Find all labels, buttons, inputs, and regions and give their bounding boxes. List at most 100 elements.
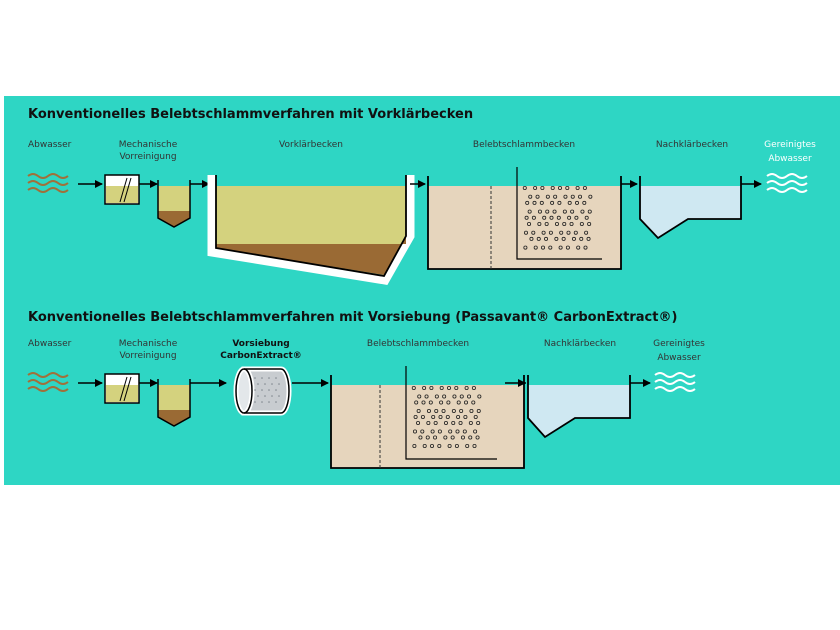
aeration-bubble (420, 429, 425, 434)
aeration-bubble (586, 236, 591, 241)
row1-clean-water-icon (766, 173, 808, 193)
row2-label-mech-2: Vorreinigung (119, 351, 176, 361)
aeration-bubble (542, 215, 547, 220)
aeration-bubble (550, 185, 555, 190)
aeration-bubble (417, 394, 422, 399)
aeration-bubble (447, 443, 452, 448)
aeration-bubble (433, 435, 438, 440)
aeration-bubble (522, 185, 527, 190)
row1-grit-chamber (157, 180, 191, 228)
aeration-bubble (573, 230, 578, 235)
aeration-bubble (582, 185, 587, 190)
aeration-bubble (588, 194, 593, 199)
aeration-bubble (464, 385, 469, 390)
aeration-bubble (455, 429, 460, 434)
aeration-bubble (439, 400, 444, 405)
aeration-bubble (473, 429, 478, 434)
aeration-bubble (442, 394, 447, 399)
aeration-bubble (563, 194, 568, 199)
aeration-bubble (438, 414, 443, 419)
aeration-bubble (548, 245, 553, 250)
aeration-bubble (565, 245, 570, 250)
aeration-bubble (531, 230, 536, 235)
aeration-bubble (446, 385, 451, 390)
aeration-bubble (454, 385, 459, 390)
row2-screen-box (104, 373, 140, 404)
aeration-bubble (561, 236, 566, 241)
aeration-bubble (562, 221, 567, 226)
aeration-bubble (434, 394, 439, 399)
aeration-bubble (450, 435, 455, 440)
row1-label-gereinigt-2: Abwasser (768, 154, 812, 164)
aeration-bubble (554, 221, 559, 226)
aeration-bubble (523, 245, 528, 250)
aeration-bubble (582, 200, 587, 205)
aeration-bubble (452, 394, 457, 399)
aeration-bubble (587, 209, 592, 214)
aeration-bubble (426, 420, 431, 425)
aeration-bubble (540, 185, 545, 190)
aeration-bubble (556, 215, 561, 220)
aeration-bubble (579, 221, 584, 226)
aeration-bubble (575, 200, 580, 205)
aeration-bubble (416, 420, 421, 425)
row2-raw-water-icon (27, 372, 69, 392)
aeration-bubble (412, 443, 417, 448)
row2-label-gereinigt-2: Abwasser (657, 353, 701, 363)
aeration-bubble (552, 209, 557, 214)
aeration-bubble (471, 385, 476, 390)
row2-label-vorsieb-2: CarbonExtract® (220, 351, 302, 361)
aeration-bubble (562, 209, 567, 214)
aeration-bubble (468, 420, 473, 425)
aeration-bubble (443, 435, 448, 440)
aeration-bubble (428, 400, 433, 405)
aeration-bubble (413, 414, 418, 419)
aeration-bubble (418, 435, 423, 440)
aeration-bubble (528, 194, 533, 199)
aeration-bubble (451, 420, 456, 425)
row1-label-abwasser: Abwasser (28, 140, 72, 150)
aeration-bubble (460, 435, 465, 440)
aeration-bubble (467, 394, 472, 399)
aeration-bubble (587, 221, 592, 226)
aeration-bubble (465, 443, 470, 448)
row2-label-belebt: Belebtschlammbecken (367, 339, 469, 349)
aeration-bubble (422, 443, 427, 448)
aeration-bubble (437, 429, 442, 434)
aeration-bubble (537, 221, 542, 226)
aeration-bubble (583, 245, 588, 250)
aeration-bubble (550, 200, 555, 205)
aeration-bubble (414, 400, 419, 405)
aeration-bubble (527, 221, 532, 226)
aeration-bubble (429, 443, 434, 448)
aeration-bubble (471, 400, 476, 405)
aeration-bubble (416, 408, 421, 413)
aeration-bubble (431, 414, 436, 419)
row1-aeration-bubbles (522, 185, 593, 250)
aeration-bubble (439, 385, 444, 390)
row2-title: Konventionelles Belebtschlammverfahren m… (28, 310, 677, 325)
aeration-bubble (443, 420, 448, 425)
aeration-bubble (472, 443, 477, 448)
aeration-bubble (545, 194, 550, 199)
aeration-bubble (421, 400, 426, 405)
row2-secondary-clarifier (527, 375, 631, 439)
row1-label-nachklaer: Nachklärbecken (656, 140, 728, 150)
row2-drum-screen (233, 366, 292, 416)
aeration-bubble (541, 245, 546, 250)
aeration-bubble (459, 408, 464, 413)
row1-raw-water-icon (27, 173, 69, 193)
aeration-bubble (448, 429, 453, 434)
row2-label-nachklaer: Nachklärbecken (544, 339, 616, 349)
aeration-bubble (411, 385, 416, 390)
aeration-bubble (539, 200, 544, 205)
aeration-bubble (569, 221, 574, 226)
aeration-bubble (549, 215, 554, 220)
row1-aeration-tank (427, 167, 622, 270)
aeration-bubble (565, 185, 570, 190)
aeration-bubble (529, 236, 534, 241)
row1-primary-clarifier (207, 175, 415, 285)
aeration-bubble (567, 215, 572, 220)
aeration-bubble (412, 429, 417, 434)
row1-label-gereinigt-1: Gereinigtes (764, 140, 816, 150)
